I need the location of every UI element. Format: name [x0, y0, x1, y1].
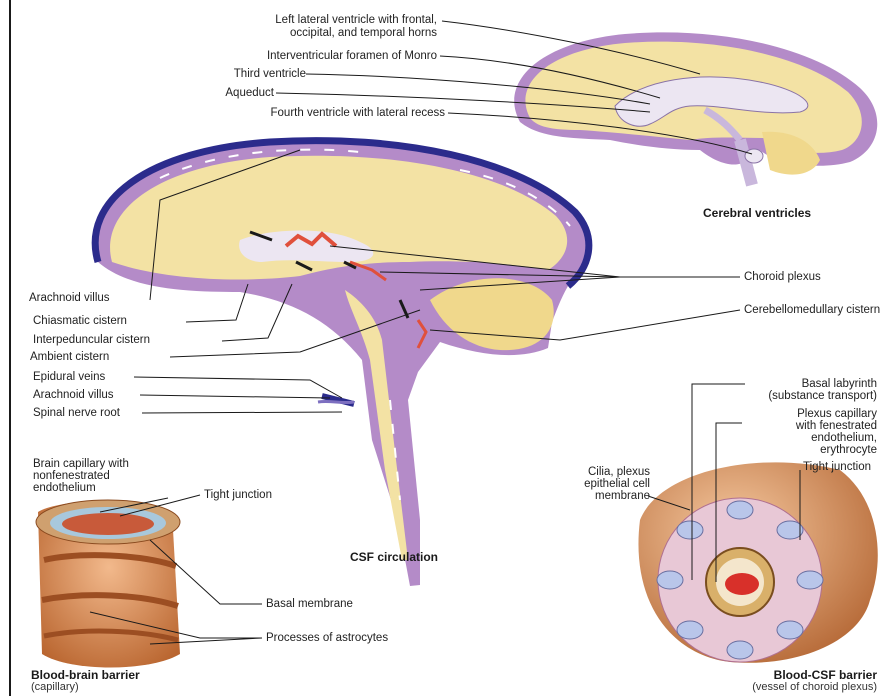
label-cilia-line3: membrane [595, 490, 650, 503]
label-interpeduncular-cistern: Interpeduncular cistern [33, 334, 150, 347]
label-plexus-capillary-line4: erythrocyte [820, 444, 877, 457]
subcaption-choroid-plexus-vessel: (vessel of choroid plexus) [752, 681, 877, 693]
label-spinal-nerve-root: Spinal nerve root [33, 407, 120, 420]
label-chiasmatic-cistern: Chiasmatic cistern [33, 315, 127, 328]
bbb-capillary [36, 500, 180, 668]
label-basal-membrane: Basal membrane [266, 598, 353, 611]
label-brain-capillary-line3: endothelium [33, 482, 96, 495]
bcsf-vessel [638, 462, 877, 662]
label-cerebellomedullary-cistern: Cerebellomedullary cistern [744, 304, 880, 317]
label-tight-junction-bcsf: Tight junction [803, 461, 871, 474]
ventricles-brain [514, 32, 877, 185]
label-ambient-cistern: Ambient cistern [30, 351, 109, 364]
label-fourth-ventricle: Fourth ventricle with lateral recess [271, 107, 445, 120]
label-lateral-ventricle-line1: Left lateral ventricle with frontal, [275, 14, 437, 27]
label-aqueduct: Aqueduct [225, 87, 274, 100]
label-third-ventricle: Third ventricle [234, 68, 306, 81]
label-epidural-veins: Epidural veins [33, 371, 105, 384]
label-tight-junction-bbb: Tight junction [204, 489, 272, 502]
label-arachnoid-villus-upper: Arachnoid villus [29, 292, 110, 305]
label-arachnoid-villus-lower: Arachnoid villus [33, 389, 114, 402]
label-choroid-plexus: Choroid plexus [744, 271, 821, 284]
label-processes-astrocytes: Processes of astrocytes [266, 632, 388, 645]
label-lateral-ventricle-line2: occipital, and temporal horns [290, 27, 437, 40]
label-basal-labyrinth-line2: (substance transport) [768, 390, 877, 403]
caption-cerebral-ventricles: Cerebral ventricles [703, 206, 811, 220]
caption-blood-brain-barrier: Blood-brain barrier [31, 668, 140, 682]
subcaption-capillary: (capillary) [31, 681, 79, 693]
label-foramen-monro: Interventricular foramen of Monro [267, 50, 437, 63]
caption-csf-circulation: CSF circulation [350, 550, 438, 564]
caption-blood-csf-barrier: Blood-CSF barrier [774, 668, 877, 682]
